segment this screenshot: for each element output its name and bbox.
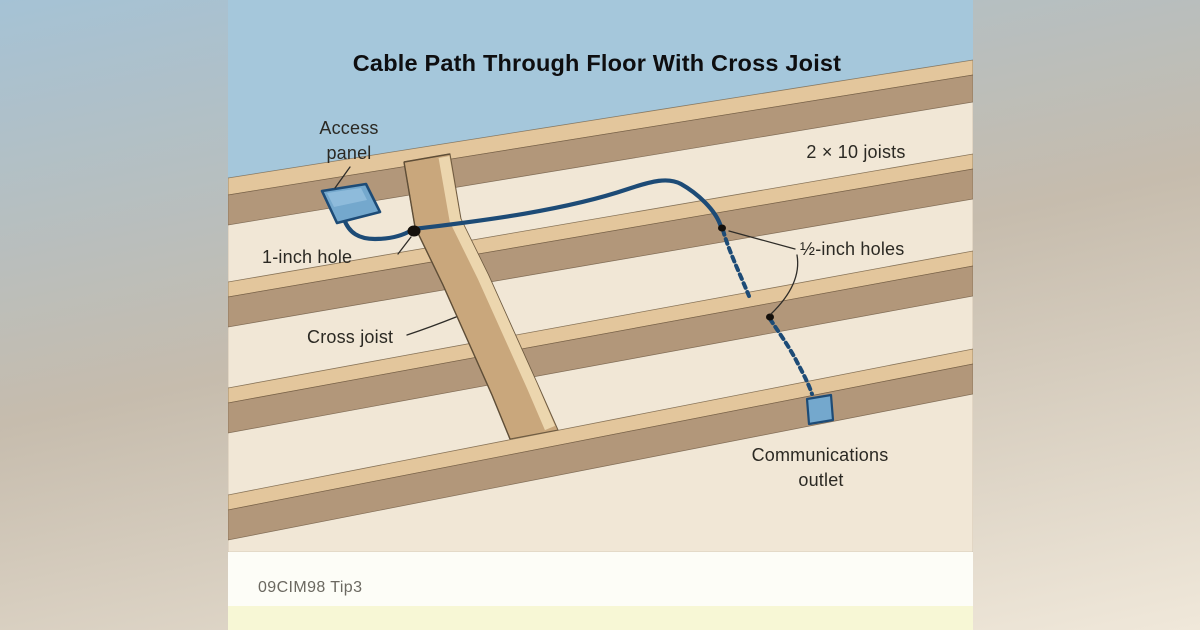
one-inch-hole-label: 1-inch hole (262, 247, 352, 267)
communications-outlet (805, 393, 835, 426)
cross-joist-left-edge (403, 161, 511, 440)
cable-drop-1 (721, 228, 751, 298)
half-inch-leader-lower (770, 254, 799, 315)
half-inch-hole-2 (766, 313, 774, 321)
cross-joist-label: Cross joist (307, 327, 393, 347)
diagram-canvas: Cable Path Through Floor With Cross Jois… (227, 0, 974, 630)
access-panel-label-line1: Access (319, 118, 378, 138)
one-inch-hole (407, 225, 421, 237)
communications-outlet-label-line1: Communications (752, 445, 889, 465)
cross-joist-leader (406, 316, 457, 336)
access-panel-leader (334, 166, 351, 189)
caption-band (228, 552, 973, 606)
joists-label: 2 × 10 joists (806, 142, 905, 162)
cross-joist-top-end (403, 153, 451, 163)
figure-caption: 09CIM98 Tip3 (258, 579, 362, 596)
cable-drop-2 (768, 317, 814, 396)
diagram-title: Cable Path Through Floor With Cross Jois… (353, 50, 841, 76)
access-panel-highlight (327, 188, 367, 207)
half-inch-holes-label: ½-inch holes (800, 239, 904, 259)
cross-joist-top-highlight (438, 156, 556, 431)
bottom-band (228, 606, 973, 630)
access-panel-label-line2: panel (326, 143, 371, 163)
sky-background (228, 0, 973, 178)
communications-outlet-label-line2: outlet (798, 470, 843, 490)
floor-diagram: Cable Path Through Floor With Cross Jois… (227, 0, 974, 630)
cable-main-run (411, 178, 724, 232)
half-inch-leader-upper (728, 230, 796, 250)
one-inch-hole-leader (397, 236, 412, 255)
half-inch-hole-1 (718, 224, 726, 232)
cable-panel-to-hole (341, 216, 415, 242)
